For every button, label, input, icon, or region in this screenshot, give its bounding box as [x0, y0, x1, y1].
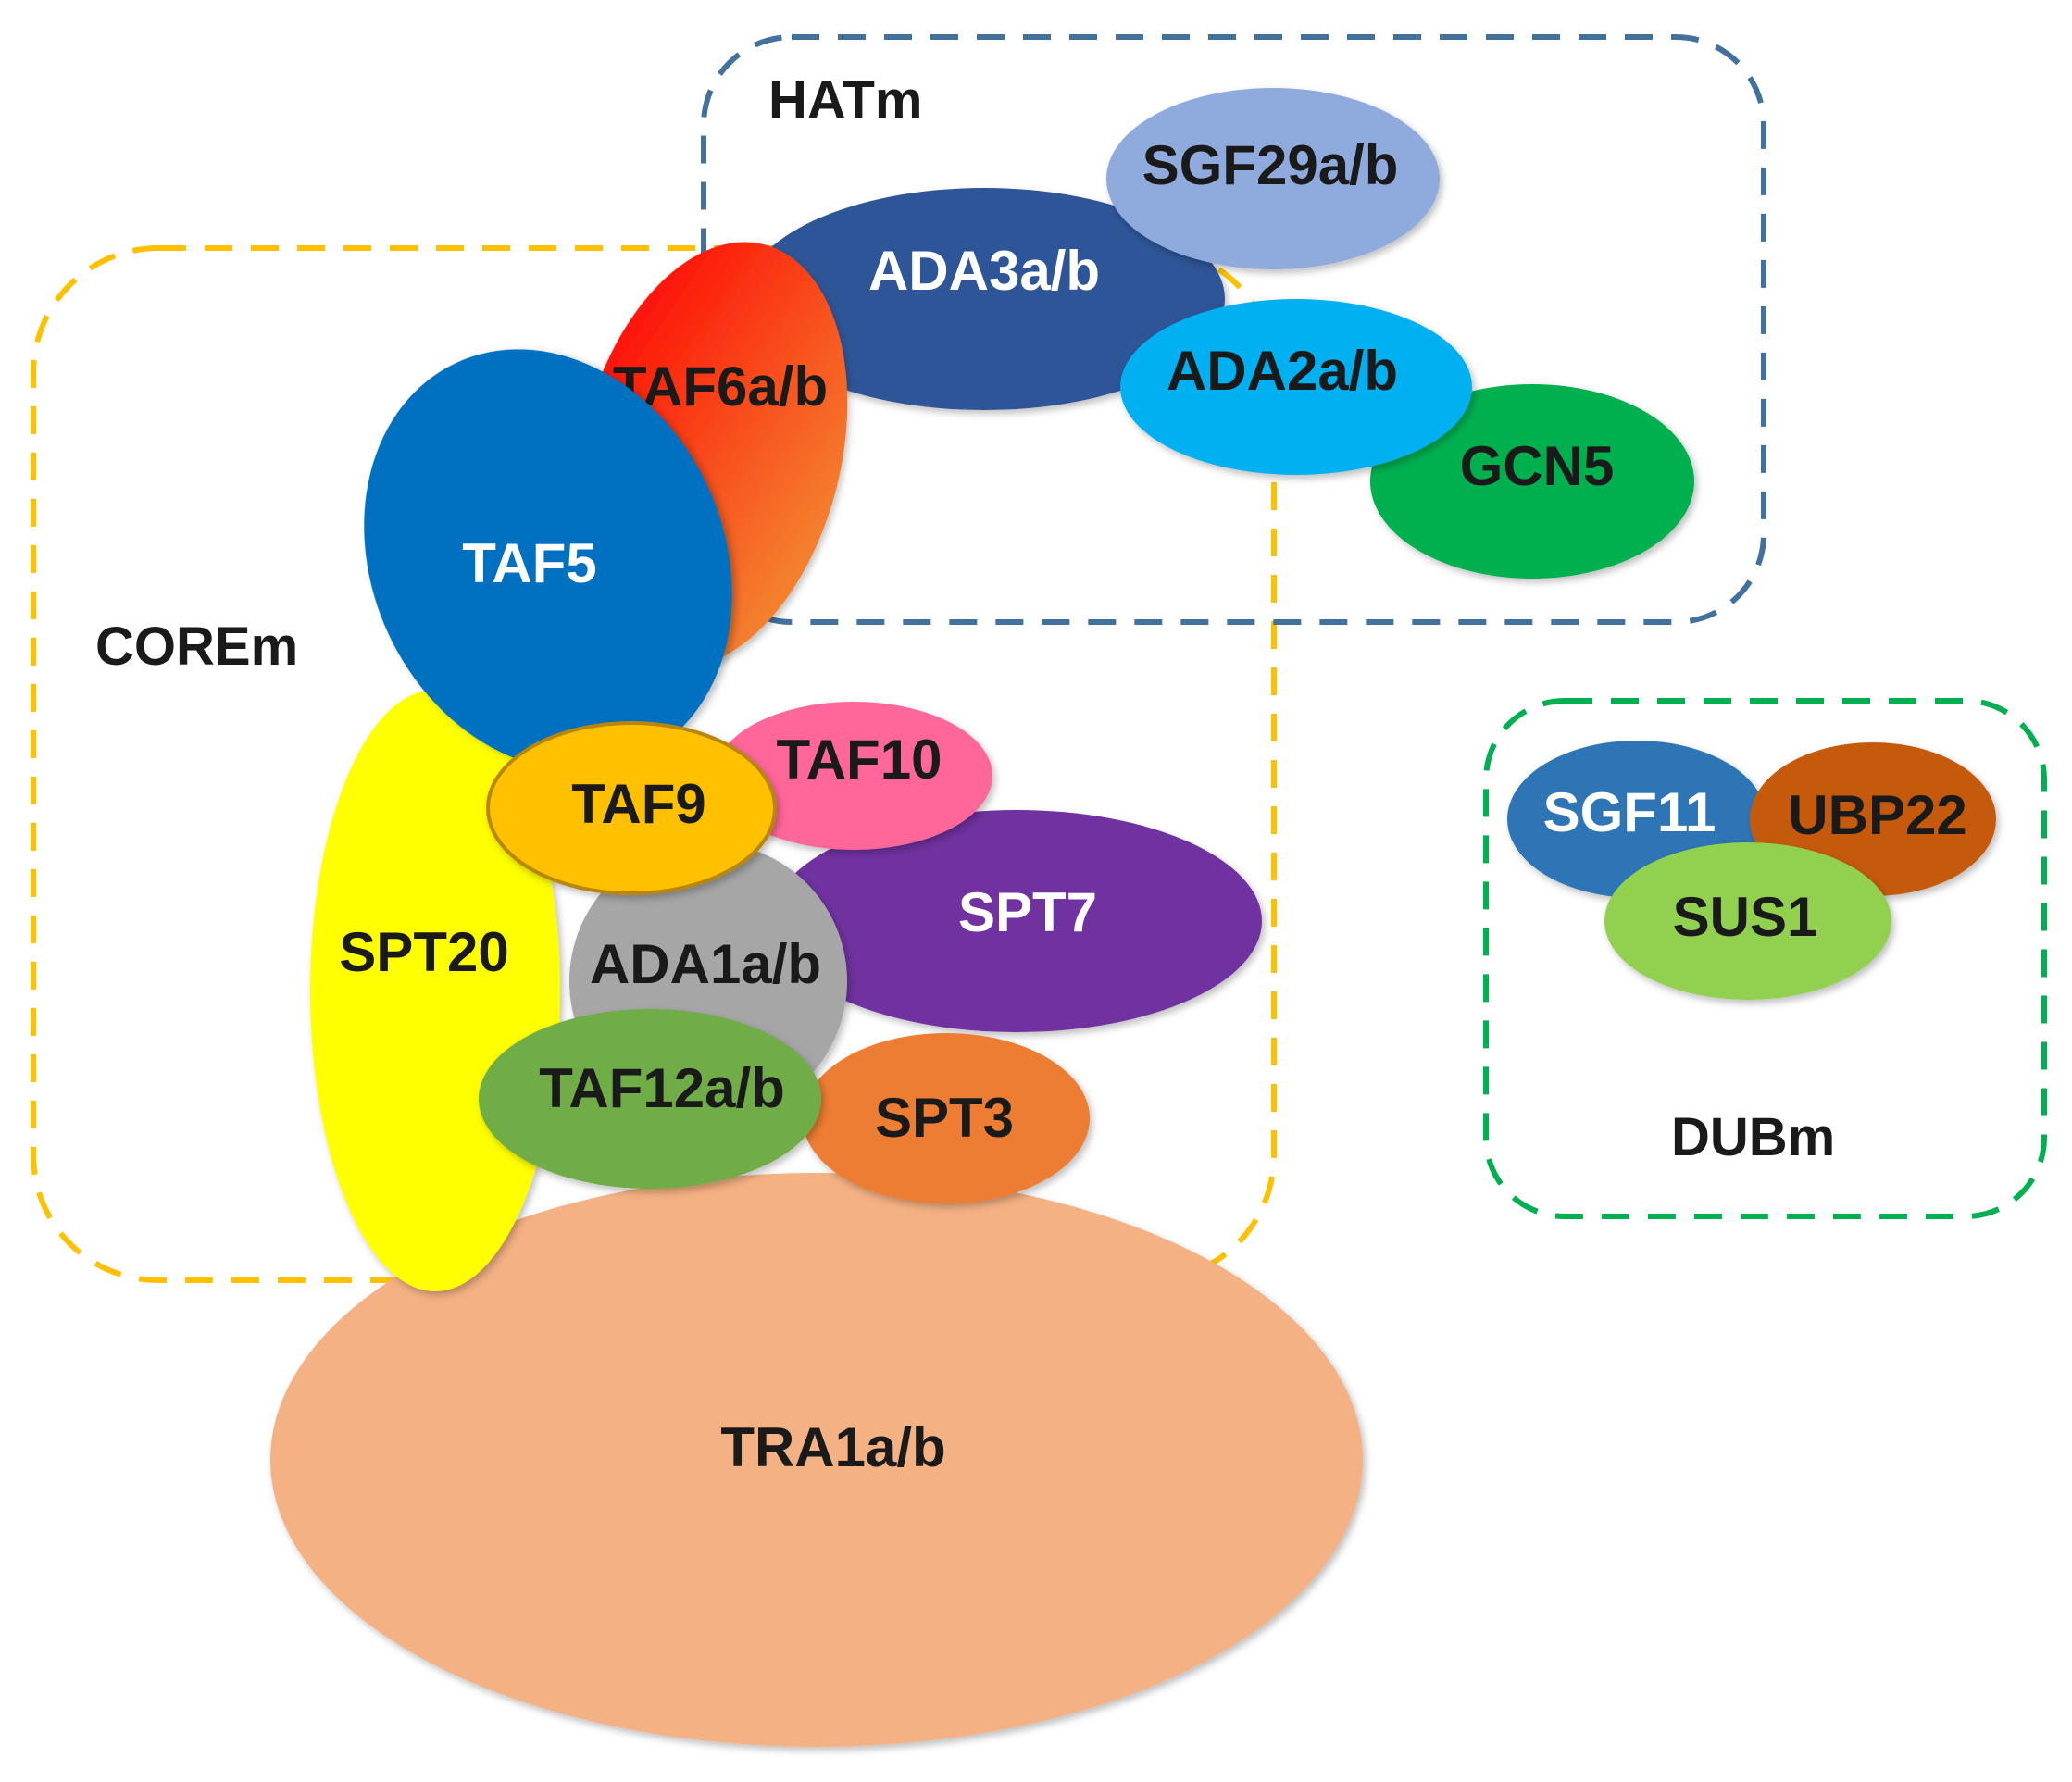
taf5-label: TAF5 [462, 532, 597, 594]
spt7-label: SPT7 [958, 881, 1097, 943]
sgf29-shape [1106, 88, 1440, 269]
tra1-label: TRA1a/b [720, 1416, 945, 1478]
subunit-ada3: ADA3a/b [743, 188, 1225, 410]
ada2-shape [1120, 299, 1472, 475]
ubp22-label: UBP22 [1788, 784, 1966, 846]
sgf29-label: SGF29a/b [1142, 134, 1399, 196]
taf9-shape [486, 721, 777, 895]
subunit-taf9: TAF9 [486, 721, 777, 895]
subunit-tra1: TRA1a/b [270, 1173, 1363, 1747]
subunit-spt7: SPT7 [771, 810, 1262, 1032]
taf12-shape [479, 1009, 821, 1189]
gcn5-label: GCN5 [1460, 435, 1615, 497]
taf10-label: TAF10 [777, 729, 942, 791]
sgf11-label: SGF11 [1543, 781, 1716, 843]
subunit-taf10: TAF10 [715, 702, 992, 850]
gcn5-shape [1370, 384, 1694, 579]
taf12-label: TAF12a/b [539, 1057, 785, 1119]
taf10-shape [715, 702, 992, 850]
subunit-gcn5: GCN5 [1370, 384, 1694, 579]
taf9-label: TAF9 [571, 773, 706, 835]
spt3-shape [803, 1033, 1090, 1203]
ada3-shape [743, 188, 1225, 410]
sus1-shape [1604, 842, 1891, 1000]
tra1-shape [270, 1173, 1363, 1747]
dubm-boundary [1483, 698, 2047, 1219]
ada1-label: ADA1a/b [590, 933, 821, 995]
corem-label: COREm [95, 617, 298, 677]
subunit-spt3: SPT3 [803, 1033, 1090, 1203]
sus1-label: SUS1 [1673, 886, 1818, 948]
spt20-label: SPT20 [339, 921, 508, 983]
subunit-taf5: TAF5 [364, 349, 732, 771]
subunit-sus1: SUS1 [1604, 842, 1891, 1000]
ada2-label: ADA2a/b [1167, 340, 1398, 402]
ada3-label: ADA3a/b [868, 240, 1100, 302]
spt3-label: SPT3 [875, 1087, 1014, 1149]
taf5-shape [364, 349, 732, 771]
subunit-taf12: TAF12a/b [479, 1009, 821, 1189]
subunit-ada2: ADA2a/b [1120, 299, 1472, 475]
dubm-label: DUBm [1671, 1107, 1835, 1167]
spt7-shape [771, 810, 1262, 1032]
hatm-label: HATm [768, 70, 922, 131]
subunit-sgf29: SGF29a/b [1106, 88, 1440, 269]
